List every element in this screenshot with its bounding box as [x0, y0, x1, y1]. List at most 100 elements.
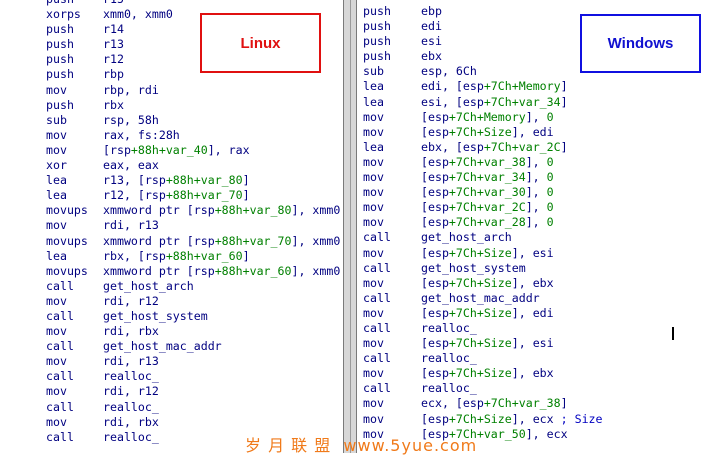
asm-operands: realloc_	[421, 351, 477, 366]
asm-operands: rbx, [rsp+88h+var_60]	[103, 248, 250, 263]
asm-mnemonic: mov	[46, 324, 67, 339]
asm-mnemonic: mov	[363, 305, 384, 320]
asm-operands: [esp+7Ch+var_38], 0	[421, 154, 554, 169]
asm-mnemonic: push	[363, 34, 391, 49]
asm-operands: xmmword ptr [rsp+88h+var_60], xmm0	[103, 263, 341, 278]
asm-mnemonic: call	[46, 308, 74, 323]
asm-mnemonic: push	[363, 4, 391, 18]
asm-operands: realloc_	[421, 320, 477, 335]
asm-operands: ebx, [esp+7Ch+var_2C]	[421, 139, 568, 154]
asm-mnemonic: push	[363, 19, 391, 34]
asm-operands: edi	[421, 19, 442, 34]
asm-mnemonic: mov	[363, 275, 384, 290]
asm-operands: r14	[103, 22, 124, 37]
asm-operands: esi, [esp+7Ch+var_34]	[421, 94, 568, 109]
asm-mnemonic: movups	[46, 203, 88, 218]
asm-mnemonic: lea	[363, 94, 384, 109]
asm-mnemonic: call	[363, 230, 391, 245]
asm-operands: esp, 6Ch	[421, 64, 477, 79]
asm-operands: rdi, rbx	[103, 324, 159, 339]
asm-mnemonic: call	[363, 290, 391, 305]
asm-operands: rdi, r13	[103, 218, 159, 233]
asm-mnemonic: mov	[46, 218, 67, 233]
asm-operands: ebx	[421, 49, 442, 64]
asm-operands: rbx	[103, 97, 124, 112]
asm-mnemonic: call	[46, 339, 74, 354]
asm-operands: edi, [esp+7Ch+Memory]	[421, 79, 568, 94]
asm-operands: [esp+7Ch+var_34], 0	[421, 170, 554, 185]
asm-mnemonic: sub	[46, 112, 67, 127]
asm-mnemonic: lea	[46, 173, 67, 188]
asm-operands: realloc_	[103, 369, 159, 384]
asm-operands: realloc_	[103, 429, 159, 444]
asm-operands: realloc_	[421, 381, 477, 396]
asm-operands: rsp, 58h	[103, 112, 159, 127]
asm-operands: esi	[421, 34, 442, 49]
asm-mnemonic: mov	[46, 354, 67, 369]
watermark-text: 岁 月 联 盟 www.5yue.com	[245, 436, 478, 455]
asm-operands: [esp+7Ch+var_30], 0	[421, 185, 554, 200]
asm-operands: rdi, r13	[103, 354, 159, 369]
asm-operands: get_host_mac_addr	[103, 339, 222, 354]
asm-operands: get_host_arch	[421, 230, 512, 245]
asm-mnemonic: mov	[46, 414, 67, 429]
windows-label: Windows	[607, 35, 674, 52]
asm-mnemonic: movups	[46, 263, 88, 278]
asm-operands: rbp	[103, 67, 124, 82]
asm-mnemonic: mov	[46, 82, 67, 97]
asm-operands: rdi, r12	[103, 384, 159, 399]
asm-operands: r13	[103, 37, 124, 52]
asm-mnemonic: mov	[363, 215, 384, 230]
asm-mnemonic: mov	[363, 336, 384, 351]
asm-mnemonic: mov	[363, 200, 384, 215]
asm-operands: [esp+7Ch+Size], edi	[421, 124, 554, 139]
asm-operands: [esp+7Ch+Memory], 0	[421, 109, 554, 124]
asm-operands: r12, [rsp+88h+var_70]	[103, 188, 250, 203]
linux-label: Linux	[240, 34, 281, 52]
asm-mnemonic: call	[363, 381, 391, 396]
asm-mnemonic: mov	[363, 124, 384, 139]
asm-operands: rbp, rdi	[103, 82, 159, 97]
asm-mnemonic: mov	[46, 384, 67, 399]
asm-operands: [esp+7Ch+Size], edi	[421, 305, 554, 320]
asm-mnemonic: mov	[363, 426, 384, 441]
asm-operands: [esp+7Ch+var_28], 0	[421, 215, 554, 230]
asm-operands: realloc_	[103, 399, 159, 414]
asm-operands: xmm0, xmm0	[103, 7, 173, 22]
windows-label-box: Windows	[580, 14, 701, 73]
asm-mnemonic: mov	[363, 154, 384, 169]
asm-operands: xmmword ptr [rsp+88h+var_80], xmm0	[103, 203, 341, 218]
asm-operands: [esp+7Ch+Size], ecx ; Size	[421, 411, 603, 426]
left-pane-edge	[340, 0, 343, 453]
asm-mnemonic: push	[46, 67, 74, 82]
asm-mnemonic: push	[363, 49, 391, 64]
asm-operands: [esp+7Ch+Size], esi	[421, 245, 554, 260]
asm-mnemonic: xor	[46, 158, 67, 173]
asm-operands: [esp+7Ch+Size], esi	[421, 336, 554, 351]
text-cursor	[672, 327, 674, 340]
asm-mnemonic: mov	[363, 366, 384, 381]
asm-operands: r15	[103, 0, 124, 7]
asm-mnemonic: call	[46, 369, 74, 384]
asm-mnemonic: call	[363, 260, 391, 275]
asm-operands: rdi, rbx	[103, 414, 159, 429]
asm-operands: [esp+7Ch+Size], ebx	[421, 366, 554, 381]
linux-disassembly-pane[interactable]: pushr15xorpsxmm0, xmm0pushr14pushr13push…	[0, 0, 343, 453]
splitter-grip	[350, 0, 351, 453]
asm-mnemonic: lea	[46, 248, 67, 263]
asm-operands: r12	[103, 52, 124, 67]
asm-operands: eax, eax	[103, 158, 159, 173]
asm-mnemonic: call	[46, 278, 74, 293]
asm-mnemonic: mov	[46, 127, 67, 142]
asm-mnemonic: call	[363, 320, 391, 335]
asm-mnemonic: mov	[363, 396, 384, 411]
pane-splitter[interactable]	[343, 0, 357, 453]
asm-mnemonic: push	[46, 97, 74, 112]
asm-mnemonic: movups	[46, 233, 88, 248]
asm-operands: ebp	[421, 4, 442, 18]
asm-operands: rdi, r12	[103, 293, 159, 308]
asm-mnemonic: mov	[363, 109, 384, 124]
asm-operands: [rsp+88h+var_40], rax	[103, 142, 250, 157]
asm-mnemonic: lea	[46, 188, 67, 203]
